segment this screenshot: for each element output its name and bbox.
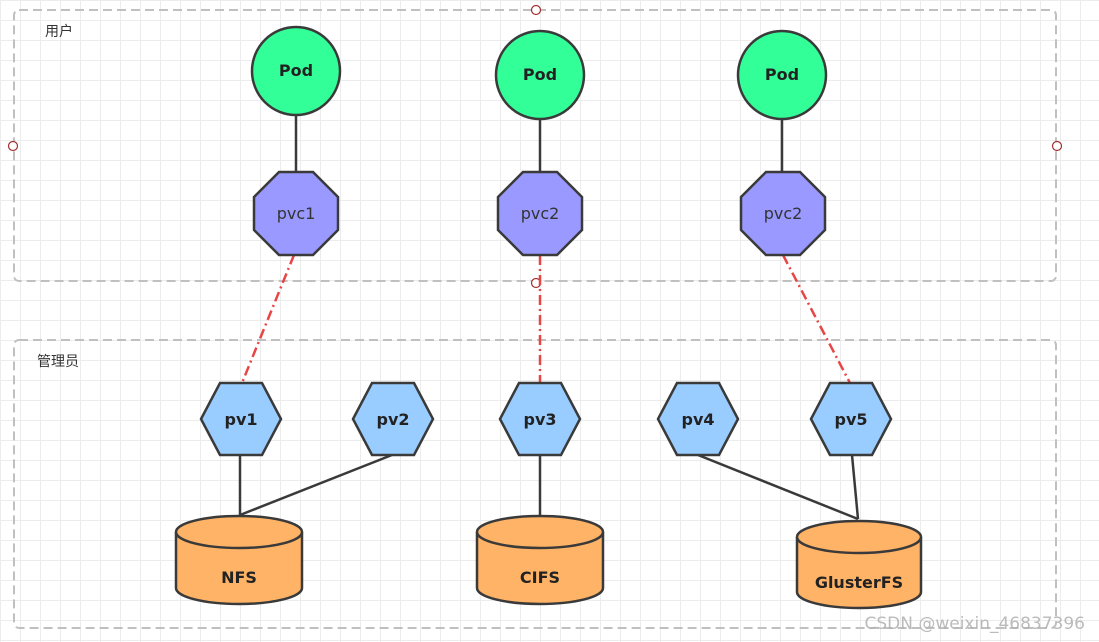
resize-handle-left[interactable] <box>7 140 19 152</box>
pod-shape <box>494 29 586 121</box>
watermark: CSDN @weixin_46837396 <box>864 614 1085 634</box>
connector-pv4-glusterfs <box>697 453 859 521</box>
pod-label: Pod <box>765 65 799 84</box>
pv-node-5[interactable]: pv5 <box>809 381 893 457</box>
pod-shape <box>736 29 828 121</box>
user-region-label: 用户 <box>45 24 73 40</box>
storage-node-cifs[interactable]: CIFS <box>475 514 605 606</box>
pvc-shape <box>496 170 584 257</box>
binding-pvc1-pv1 <box>240 254 296 384</box>
pv-label: pv4 <box>681 410 714 429</box>
cylinder-body <box>475 532 605 606</box>
pvc-label: pvc1 <box>277 204 316 223</box>
pv-label: pv3 <box>523 410 556 429</box>
admin-region <box>13 339 1057 629</box>
cylinder-top <box>174 514 304 550</box>
pv-node-4[interactable]: pv4 <box>656 381 740 457</box>
pvc-shape <box>252 170 340 257</box>
pvc-label: pvc2 <box>764 204 803 223</box>
pv-node-2[interactable]: pv2 <box>351 381 435 457</box>
pod-node-2[interactable]: Pod <box>494 29 586 121</box>
cylinder-body <box>795 537 923 610</box>
resize-handle-top[interactable] <box>530 4 542 16</box>
pv-label: pv5 <box>834 410 867 429</box>
pvc-shape <box>739 170 827 257</box>
pv-node-1[interactable]: pv1 <box>199 381 283 457</box>
connector-pv2-nfs <box>239 453 393 517</box>
storage-node-nfs[interactable]: NFS <box>174 514 304 606</box>
pv-shape <box>809 381 893 457</box>
pvc-node-2[interactable]: pvc2 <box>496 170 584 257</box>
pv-shape <box>656 381 740 457</box>
pv-node-3[interactable]: pv3 <box>498 381 582 457</box>
cylinder-top <box>475 514 605 550</box>
storage-label: GlusterFS <box>815 573 903 592</box>
admin-region-label: 管理员 <box>37 354 79 370</box>
pvc-node-3[interactable]: pvc2 <box>739 170 827 257</box>
pod-label: Pod <box>523 65 557 84</box>
pod-shape <box>250 25 342 117</box>
pv-shape <box>498 381 582 457</box>
storage-label: CIFS <box>520 568 560 587</box>
pv-label: pv2 <box>376 410 409 429</box>
binding-pvc3-pv5 <box>781 254 852 384</box>
pod-node-3[interactable]: Pod <box>736 29 828 121</box>
cylinder-body <box>174 532 304 606</box>
pvc-label: pvc2 <box>521 204 560 223</box>
storage-label: NFS <box>221 568 257 587</box>
pvc-node-1[interactable]: pvc1 <box>252 170 340 257</box>
pv-shape <box>351 381 435 457</box>
connector-pv5-glusterfs <box>850 454 860 520</box>
pv-label: pv1 <box>224 410 257 429</box>
pv-shape <box>199 381 283 457</box>
pod-label: Pod <box>279 61 313 80</box>
pod-node-1[interactable]: Pod <box>250 25 342 117</box>
storage-node-glusterfs[interactable]: GlusterFS <box>795 519 923 610</box>
resize-handle-right[interactable] <box>1051 140 1063 152</box>
cylinder-top <box>795 519 923 555</box>
